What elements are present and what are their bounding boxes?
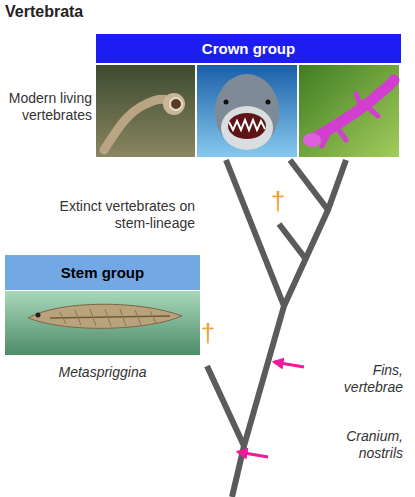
- salamander-leg: [336, 126, 346, 140]
- photo-background: [5, 291, 200, 355]
- salamander-leg: [366, 106, 378, 116]
- lamprey-photo: [96, 65, 195, 157]
- stem-branch: [207, 366, 244, 446]
- extinct-branch: [279, 224, 305, 258]
- tree-branch: [226, 160, 284, 306]
- character-label: Cranium, nostrils: [325, 428, 403, 462]
- fish-myomeres: [60, 309, 156, 326]
- salamander-head: [303, 133, 321, 147]
- group-description: Modern living vertebrates: [8, 90, 92, 124]
- shark-eye: [224, 100, 229, 105]
- salamander-leg: [356, 94, 362, 108]
- lamprey-body: [104, 99, 172, 150]
- group-name: Stem group: [61, 264, 144, 281]
- tree-branch: [290, 160, 328, 210]
- photo-background: [96, 65, 195, 157]
- lamprey-head: [163, 93, 185, 115]
- shark-eye: [266, 100, 271, 105]
- stem-group-band: Stem group: [5, 255, 200, 290]
- salamander-photo: [299, 65, 399, 157]
- diagram-title: Vertebrata: [5, 3, 83, 21]
- shark-teeth: [229, 120, 265, 130]
- extinction-dagger: †: [266, 186, 290, 217]
- shark-head: [215, 74, 279, 150]
- character-arrow: [274, 362, 304, 367]
- fish-stripe: [50, 316, 170, 318]
- character-arrow: [238, 452, 268, 457]
- fish-eye: [36, 313, 41, 318]
- fish-body: [28, 304, 182, 328]
- photo-background: [299, 65, 399, 157]
- shark-photo: [197, 65, 297, 157]
- photo-background: [197, 65, 297, 157]
- crown-group-band: Crown group: [96, 34, 401, 63]
- phylogenetic-tree: [207, 160, 346, 497]
- group-name: Crown group: [202, 40, 295, 57]
- extinction-dagger: †: [196, 318, 220, 349]
- taxon-name: Metaspriggina: [5, 364, 200, 381]
- character-label: Fins, vertebrae: [325, 362, 403, 396]
- salamander-body: [312, 80, 394, 140]
- shark-mouth: [228, 113, 266, 139]
- group-description: Extinct vertebrates on stem-lineage: [48, 198, 195, 232]
- lamprey-mouth: [170, 98, 182, 110]
- metaspriggina-image: [5, 291, 200, 355]
- salamander-leg: [322, 130, 330, 146]
- shark-belly: [221, 106, 273, 150]
